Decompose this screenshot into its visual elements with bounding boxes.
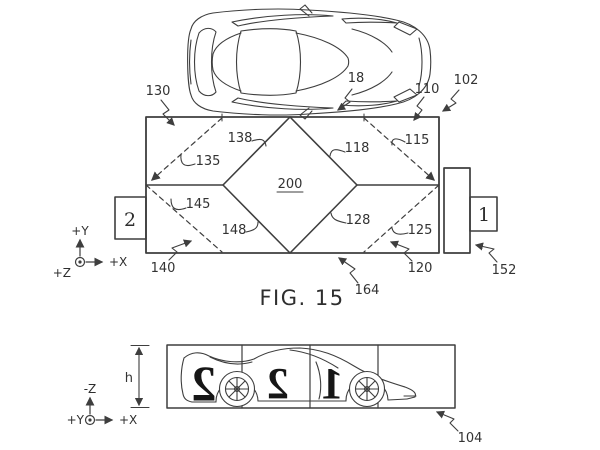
callout-leaders bbox=[160, 88, 498, 284]
ref-104: 104 bbox=[458, 431, 483, 446]
front-wheel bbox=[348, 370, 386, 408]
axes-bottom-up-label: -Z bbox=[84, 382, 97, 396]
car-side-view bbox=[180, 347, 417, 408]
edge-ticks bbox=[221, 113, 365, 122]
car-rear-cover bbox=[193, 27, 217, 97]
leader-120 bbox=[389, 240, 413, 262]
ref-120: 120 bbox=[408, 261, 433, 276]
ref-140: 140 bbox=[151, 261, 176, 276]
port-box-2 bbox=[114, 196, 147, 240]
leader-104 bbox=[435, 410, 459, 432]
height-dimension bbox=[130, 344, 150, 409]
car-top-view bbox=[187, 4, 432, 120]
ref-102: 102 bbox=[454, 73, 479, 88]
car-headlights bbox=[393, 21, 418, 103]
axes-bottom-out-label: +Y bbox=[67, 413, 85, 427]
leader-152 bbox=[474, 242, 498, 263]
axes-bottom-origin-dot bbox=[88, 418, 92, 422]
rear-wheel bbox=[218, 370, 256, 408]
assembly-plan-view bbox=[145, 113, 440, 254]
ref-200: 200 bbox=[278, 177, 303, 192]
strip-outline bbox=[166, 344, 456, 409]
hook-148 bbox=[245, 221, 259, 233]
ref-125: 125 bbox=[408, 223, 433, 238]
dashed-line-145 bbox=[145, 184, 223, 253]
car-digit-3: 1 bbox=[321, 359, 343, 408]
car-rear-window bbox=[211, 32, 242, 92]
ref-138: 138 bbox=[228, 131, 253, 146]
rear-wheel-spokes bbox=[224, 376, 250, 402]
car-windshield bbox=[295, 32, 350, 92]
ref-152: 152 bbox=[492, 263, 517, 278]
car-nose-line bbox=[418, 37, 423, 87]
ref-115: 115 bbox=[405, 133, 430, 148]
ref-130: 130 bbox=[146, 84, 171, 99]
height-dim-label: h bbox=[125, 371, 133, 386]
axes-top-out-label: +Z bbox=[53, 266, 71, 280]
car-body-outline bbox=[187, 8, 432, 116]
hook-118 bbox=[329, 149, 346, 157]
leader-164 bbox=[337, 257, 359, 284]
leader-140 bbox=[168, 239, 193, 261]
car-side-tail bbox=[180, 357, 193, 403]
leader-102 bbox=[441, 89, 460, 112]
ref-118: 118 bbox=[345, 141, 370, 156]
ref-164: 164 bbox=[355, 283, 380, 298]
port-box-1 bbox=[469, 196, 498, 232]
side-plate-152 bbox=[443, 167, 471, 254]
front-wheel-spokes bbox=[354, 376, 380, 402]
leader-18 bbox=[336, 88, 353, 111]
car-hood-lines bbox=[351, 28, 393, 96]
port-1-number: 1 bbox=[478, 204, 490, 226]
car-rear-bumper-line bbox=[188, 39, 192, 85]
ref-148: 148 bbox=[222, 223, 247, 238]
leader-130 bbox=[160, 99, 175, 126]
car-racing-numbers: 2 2 1 bbox=[192, 355, 344, 411]
hook-138 bbox=[251, 138, 267, 147]
hook-145 bbox=[170, 198, 187, 211]
dashed-line-135 bbox=[150, 117, 223, 181]
axes-top-origin-dot bbox=[78, 260, 82, 264]
car-roof bbox=[235, 28, 302, 96]
car-mirrors bbox=[299, 4, 313, 120]
axes-top-right-label: +X bbox=[109, 255, 127, 269]
figure-caption: FIG. 15 bbox=[259, 286, 344, 310]
ref-18: 18 bbox=[348, 71, 365, 86]
ref-110: 110 bbox=[415, 82, 440, 97]
ref-128: 128 bbox=[346, 213, 371, 228]
port-2-number: 2 bbox=[124, 209, 136, 231]
hook-125 bbox=[391, 227, 409, 235]
axes-bottom-right-label: +X bbox=[119, 413, 137, 427]
ref-145: 145 bbox=[186, 197, 211, 212]
axes-top-origin bbox=[74, 256, 86, 268]
height-dim-ticks bbox=[130, 344, 150, 409]
terminals bbox=[114, 167, 498, 254]
axes-top: +Y +X +Z bbox=[53, 224, 128, 280]
hook-115 bbox=[391, 138, 406, 146]
axes-bottom: -Z +X +Y bbox=[67, 382, 138, 427]
hook-128 bbox=[330, 212, 347, 224]
car-side-top-profile bbox=[183, 347, 417, 400]
car-digit-2: 2 bbox=[267, 359, 289, 408]
axes-bottom-origin bbox=[84, 414, 96, 426]
dashed-line-115 bbox=[363, 117, 436, 181]
hook-135 bbox=[180, 153, 196, 167]
car-side-underbody bbox=[191, 398, 408, 403]
car-side-door-line bbox=[315, 361, 322, 400]
axes-top-up-label: +Y bbox=[71, 224, 89, 238]
car-side-canopy-line bbox=[289, 349, 339, 369]
dashed-line-125 bbox=[363, 184, 440, 253]
car-shoulder-lines bbox=[231, 14, 398, 110]
leader-110 bbox=[413, 96, 425, 121]
car-side-engine-cover-line bbox=[209, 356, 253, 365]
car-digit-1: 2 bbox=[192, 355, 217, 411]
ref-135: 135 bbox=[196, 154, 221, 169]
callout-labels: 130 18 110 102 115 135 138 118 145 148 1… bbox=[146, 71, 517, 298]
